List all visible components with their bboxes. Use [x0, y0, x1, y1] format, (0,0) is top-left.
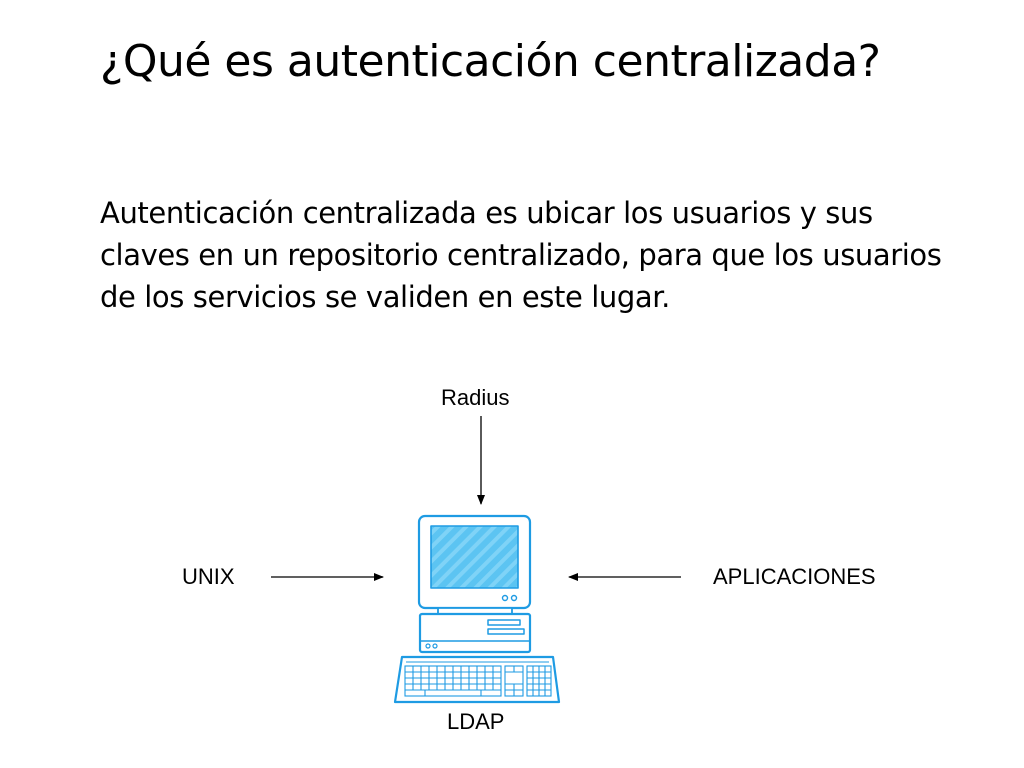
label-ldap: LDAP [447, 709, 505, 734]
monitor-screen [430, 525, 519, 589]
label-unix: UNIX [182, 564, 235, 589]
keyboard-keys [404, 661, 552, 697]
slide-body-text: Autenticación centralizada es ubicar los… [100, 196, 942, 314]
label-radius: Radius [441, 385, 510, 410]
slide-title: ¿Qué es autenticación centralizada? [100, 36, 881, 87]
label-aplicaciones: APLICACIONES [713, 564, 876, 589]
